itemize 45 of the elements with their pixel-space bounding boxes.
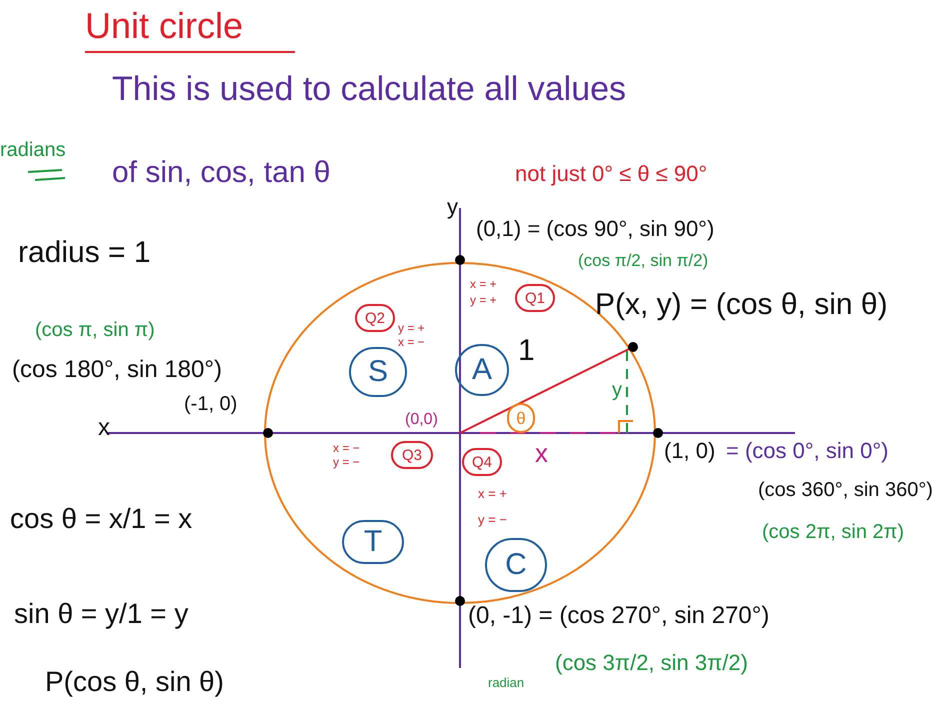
sign-note: x = − (333, 442, 360, 454)
base-label: x (535, 440, 548, 466)
note-text: This is used to calculate all values (112, 72, 626, 106)
sign-note: x = − (398, 336, 425, 348)
circled-letter: C (485, 538, 547, 592)
note-text: of sin, cos, tan θ (112, 158, 330, 188)
sign-note: x = + (470, 278, 497, 290)
formula-text: sin θ = y/1 = y (14, 600, 188, 628)
quadrant-badge: Q2 (355, 304, 395, 332)
quadrant-badge: Q3 (391, 441, 433, 469)
coordinate-label: (1, 0) (664, 440, 716, 462)
sign-note: y = − (333, 456, 360, 468)
coordinate-label: (cos 2π, sin 2π) (762, 522, 904, 542)
note-text: not just 0° ≤ θ ≤ 90° (515, 163, 708, 185)
coordinate-label: (cos 180°, sin 180°) (12, 358, 222, 382)
note-text: radians (0, 140, 66, 160)
quadrant-badge: Q4 (462, 448, 502, 476)
coordinate-label: (cos 3π/2, sin 3π/2) (555, 652, 748, 674)
coordinate-label: (0, -1) = (cos 270°, sin 270°) (468, 604, 770, 628)
note-text: radius = 1 (18, 238, 151, 268)
formula-text: P(cos θ, sin θ) (45, 668, 224, 696)
point-label: P(x, y) = (cos θ, sin θ) (595, 290, 888, 320)
angle-badge: θ (507, 403, 535, 433)
coordinate-label: (cos 360°, sin 360°) (758, 480, 933, 500)
height-label: y (612, 380, 622, 400)
sign-note: y = + (398, 322, 425, 334)
coordinate-label: (cos π, sin π) (35, 320, 155, 340)
note-text: radian (488, 676, 524, 689)
quadrant-badge: Q1 (515, 284, 555, 312)
sign-note: x = + (478, 487, 507, 500)
formula-text: cos θ = x/1 = x (10, 505, 192, 533)
coordinate-label: (0,1) = (cos 90°, sin 90°) (476, 218, 714, 240)
circled-letter: T (342, 520, 404, 564)
radius-label: 1 (518, 336, 535, 366)
sign-note: y = − (478, 513, 507, 526)
coordinate-label: = (cos 0°, sin 0°) (726, 440, 888, 462)
sign-note: y = + (470, 294, 497, 306)
coordinate-label: (-1, 0) (184, 394, 238, 414)
origin-label: (0,0) (405, 412, 438, 428)
coordinate-label: (cos π/2, sin π/2) (578, 252, 708, 269)
circled-letter: A (455, 344, 509, 396)
axis-label: x (98, 416, 110, 440)
title: Unit circle (85, 8, 244, 44)
circled-letter: S (349, 347, 407, 397)
axis-label: y (447, 196, 458, 218)
